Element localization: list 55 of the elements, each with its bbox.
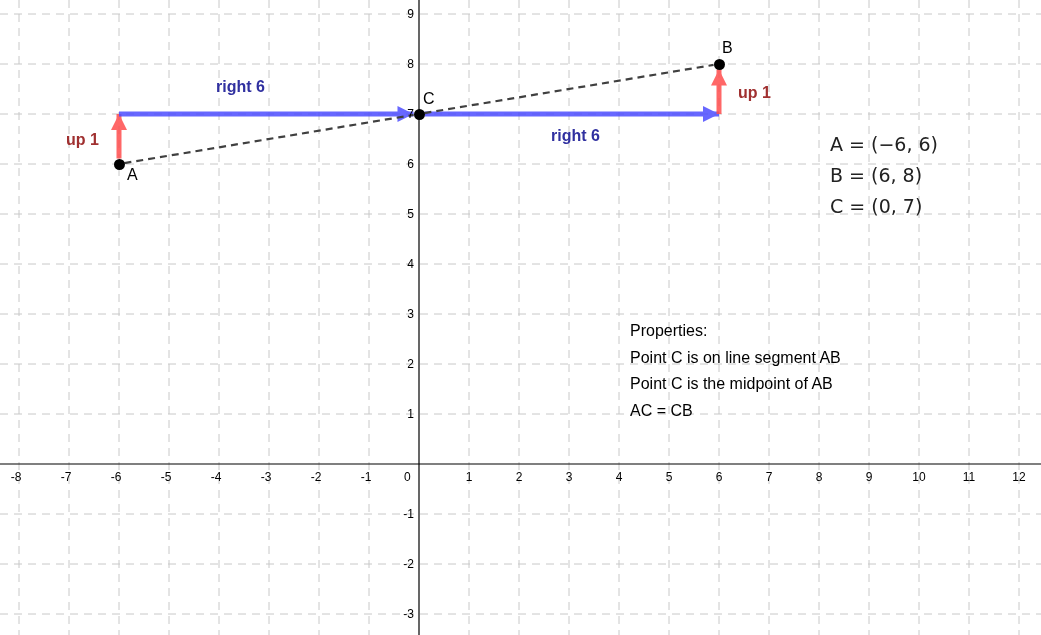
- equation-text: C = (0, 7): [830, 195, 923, 217]
- tick-label: 9: [407, 7, 414, 21]
- line-segment: [124, 113, 414, 165]
- tick-label: 3: [565, 470, 573, 484]
- tick-label: -3: [403, 607, 414, 621]
- equation-text: B = (6, 8): [830, 164, 923, 186]
- note-text: Point C is on line segment AB: [630, 348, 841, 367]
- tick-label: 0: [404, 470, 411, 484]
- tick-label: 5: [407, 207, 414, 221]
- tick-label: 4: [407, 257, 414, 271]
- edge-label: right 6: [216, 78, 265, 96]
- tick-label: 10: [912, 470, 926, 484]
- point-dot: [113, 158, 125, 170]
- tick-label: 1: [465, 470, 473, 484]
- point-label: C: [423, 90, 435, 108]
- vector-arrow: [424, 106, 719, 122]
- note-text: Point C is the midpoint of AB: [630, 375, 833, 394]
- point-label: B: [722, 39, 733, 57]
- tick-label: -8: [10, 470, 22, 484]
- tick-label: 8: [407, 57, 414, 71]
- tick-label: -7: [60, 470, 72, 484]
- heading-text: Properties:: [630, 322, 708, 340]
- edge-label: right 6: [551, 127, 600, 145]
- tick-label: 11: [962, 470, 976, 484]
- tick-label: -2: [310, 470, 322, 484]
- vector-arrow: [119, 106, 414, 122]
- tick-label: -3: [260, 470, 272, 484]
- point-label: A: [127, 166, 138, 184]
- tick-label: 8: [815, 470, 823, 484]
- edge-label: up 1: [66, 131, 99, 149]
- tick-label: 1: [407, 407, 414, 421]
- line-segment: [424, 63, 714, 115]
- tick-label: 6: [407, 157, 414, 171]
- tick-label: 2: [515, 470, 523, 484]
- tick-label: -2: [403, 557, 414, 571]
- vector-arrow: [111, 114, 127, 159]
- tick-label: -4: [210, 470, 222, 484]
- tick-label: -5: [160, 470, 172, 484]
- tick-label: -6: [110, 470, 122, 484]
- tick-label: 2: [407, 357, 414, 371]
- point-dot: [713, 58, 725, 70]
- point-dot: [413, 108, 425, 120]
- tick-label: 4: [615, 470, 623, 484]
- tick-label: -1: [403, 507, 414, 521]
- tick-label: 7: [765, 470, 773, 484]
- equation-text: A = (−6, 6): [830, 133, 938, 155]
- tick-label: -1: [360, 470, 372, 484]
- tick-label: 5: [665, 470, 673, 484]
- vector-arrow: [711, 69, 727, 114]
- tick-label: 6: [715, 470, 723, 484]
- edge-label: up 1: [738, 84, 771, 102]
- tick-label: 3: [407, 307, 414, 321]
- tick-label: 12: [1012, 470, 1026, 484]
- note-text: AC = CB: [630, 402, 693, 421]
- tick-label: 9: [865, 470, 873, 484]
